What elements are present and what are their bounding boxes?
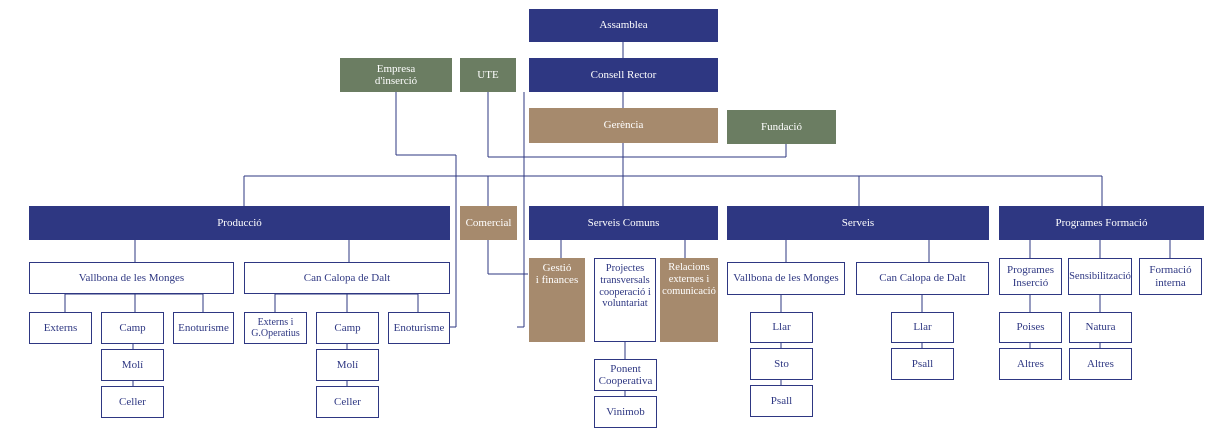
produccio-vallbona-enoturisme-box: Enoturisme bbox=[173, 312, 234, 344]
produccio-vallbona-camp-box: Camp bbox=[101, 312, 164, 344]
serveis-vallbona-box: Vallbona de les Monges bbox=[727, 262, 845, 295]
serveis-can-calopa-llar-box: Llar bbox=[891, 312, 954, 343]
produccio-can-calopa-enoturisme-box: Enoturisme bbox=[388, 312, 450, 344]
serveis-vallbona-llar-box: Llar bbox=[750, 312, 813, 343]
programes-formacio-box: Programes Formació bbox=[999, 206, 1204, 240]
consell-rector-box: Consell Rector bbox=[529, 58, 718, 92]
poises-box: Poises bbox=[999, 312, 1062, 343]
natura-box: Natura bbox=[1069, 312, 1132, 343]
produccio-can-calopa-celler-box: Celler bbox=[316, 386, 379, 418]
produccio-box: Producció bbox=[29, 206, 450, 240]
gestio-finances-box: Gestió i finances bbox=[529, 258, 585, 342]
serveis-can-calopa-box: Can Calopa de Dalt bbox=[856, 262, 989, 295]
empresa-insercio-box: Empresa d'inserció bbox=[340, 58, 452, 92]
produccio-can-calopa-moli-box: Molí bbox=[316, 349, 379, 381]
serveis-vallbona-psall-box: Psall bbox=[750, 385, 813, 417]
comercial-box: Comercial bbox=[460, 206, 517, 240]
relacions-externes-box: Relacions externes i comunicació bbox=[660, 258, 718, 342]
produccio-can-calopa-camp-box: Camp bbox=[316, 312, 379, 344]
altres-sensibilitzacio-box: Altres bbox=[1069, 348, 1132, 380]
produccio-vallbona-moli-box: Molí bbox=[101, 349, 164, 381]
produccio-can-calopa-externs-box: Externs i G.Operatius bbox=[244, 312, 307, 344]
serveis-box: Serveis bbox=[727, 206, 989, 240]
assemblea-box: Assamblea bbox=[529, 9, 718, 42]
serveis-vallbona-sto-box: Sto bbox=[750, 348, 813, 380]
produccio-can-calopa-box: Can Calopa de Dalt bbox=[244, 262, 450, 294]
produccio-vallbona-externs-box: Externs bbox=[29, 312, 92, 344]
produccio-vallbona-celler-box: Celler bbox=[101, 386, 164, 418]
altres-insercio-box: Altres bbox=[999, 348, 1062, 380]
programes-insercio-box: Programes Inserció bbox=[999, 258, 1062, 295]
sensibilitzacio-box: Sensibilització bbox=[1068, 258, 1132, 295]
ute-box: UTE bbox=[460, 58, 516, 92]
ponent-cooperativa-box: Ponent Cooperativa bbox=[594, 359, 657, 391]
gerencia-box: Gerència bbox=[529, 108, 718, 143]
projectes-transversals-box: Projectes transversals cooperació i volu… bbox=[594, 258, 656, 342]
fundacio-box: Fundació bbox=[727, 110, 836, 144]
serveis-comuns-box: Serveis Comuns bbox=[529, 206, 718, 240]
produccio-vallbona-box: Vallbona de les Monges bbox=[29, 262, 234, 294]
serveis-can-calopa-psall-box: Psall bbox=[891, 348, 954, 380]
formacio-interna-box: Formació interna bbox=[1139, 258, 1202, 295]
vinimob-box: Vinimob bbox=[594, 396, 657, 428]
